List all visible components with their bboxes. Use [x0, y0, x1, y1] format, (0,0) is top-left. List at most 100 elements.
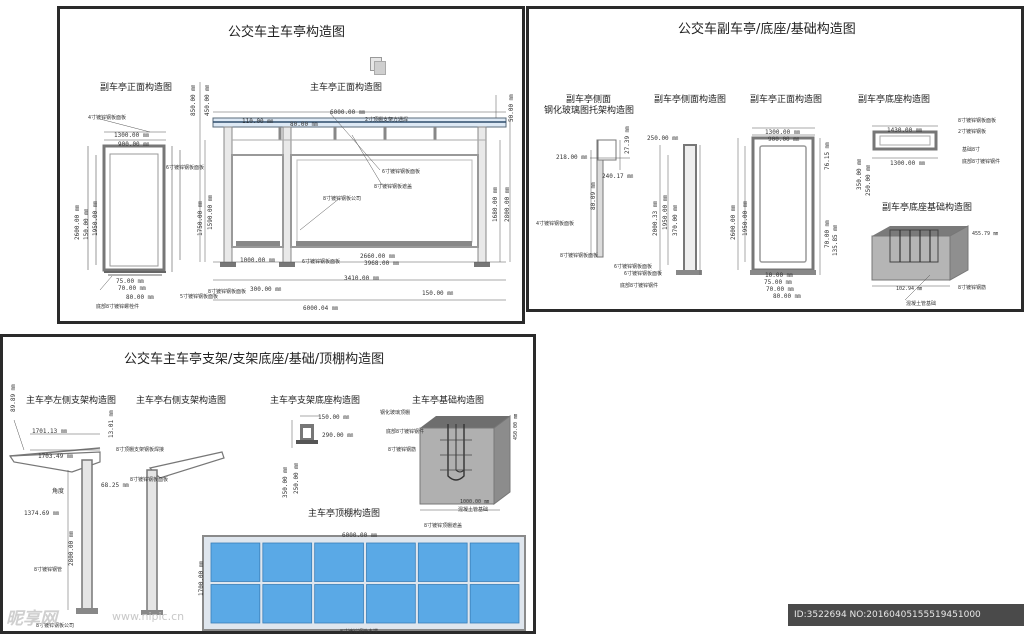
p3-note-9: 底部8寸镀锌钢件: [386, 429, 425, 435]
panel2-sub-b: 副车亭侧面构造图: [654, 95, 727, 105]
roof-glass-pane: [417, 584, 468, 624]
p1-dim-300: 300.00 ㎜: [250, 286, 282, 293]
p2-note-9: 基础8寸: [962, 147, 981, 153]
p3-dim-6000: 6000.00 ㎜: [342, 532, 377, 539]
watermark-url: www.nipic.cn: [112, 610, 185, 623]
p2-dim-1430: 1430.00 ㎜: [887, 127, 922, 134]
p3-dim-1000: 1000.00 ㎜: [460, 499, 490, 505]
p2-note-3: 6寸镀锌钢板面板: [614, 264, 653, 270]
p2-note-6: 8寸镀锌钢板面板: [958, 118, 997, 124]
p2-note-5: 6寸镀锌钢板面板: [624, 271, 663, 277]
panel1-title: 公交车主车亭构造图: [228, 25, 346, 40]
p1-dim-3968: 3968.00 ㎜: [364, 260, 399, 267]
p3-note-4: 角度: [52, 488, 65, 495]
panel1-sub-side: 副车亭正面构造图: [100, 83, 173, 93]
p2-dim-80b: 80.00 ㎜: [773, 293, 801, 300]
p3-note-5: 8寸镀锌钢板面板: [130, 477, 169, 483]
roof-glass-pane: [210, 584, 261, 624]
p1-note-1: 4寸镀锌钢板面板: [88, 115, 127, 121]
p3-dim-1701: 1701.13 ㎜: [32, 428, 67, 435]
p2-dim-10: 10.00 ㎜: [765, 272, 793, 279]
panel3-sub-c: 主车亭支架底座构造图: [270, 396, 361, 406]
panel2-sub-e: 副车亭底座基础构造图: [882, 203, 973, 213]
p3-dim-350: 350.00 ㎜: [282, 466, 289, 498]
p2-dim-455: 455.79 ㎜: [972, 231, 999, 237]
p1-dim-6000: 6000.00 ㎜: [330, 109, 365, 116]
p2-note-10: 8寸镀锌钢筋: [958, 285, 987, 291]
roof-glass-pane: [366, 542, 416, 582]
roof-glass-pane: [314, 584, 364, 624]
p3-dim-290: 290.00 ㎜: [322, 432, 354, 439]
p1-note-8: 5寸镀锌钢板面板: [180, 294, 219, 300]
p3-note-6: 8寸镀锌顶棚遮盖: [424, 523, 463, 529]
page-icon-back: [374, 61, 386, 75]
p1-dim-3410: 3410.00 ㎜: [344, 275, 379, 282]
panel3-sub-b: 主车亭右侧支架构造图: [136, 396, 227, 406]
roof-glass-pane: [366, 584, 416, 624]
p1-dim-70: 70.00 ㎜: [118, 285, 146, 292]
p2-note-2: 8寸镀锌钢板面板: [560, 253, 599, 259]
p3-dim-1703: 1703.49 ㎜: [38, 453, 73, 460]
p1-dim-110: 110.00 ㎜: [242, 118, 274, 125]
p2-dim-1300: 1300.00 ㎜: [765, 129, 800, 136]
p2-note-8: 底部8寸镀锌钢件: [962, 159, 1001, 165]
panel2-sub-d: 副车亭底座构造图: [858, 95, 931, 105]
panel3-sub-d: 主车亭基础构造图: [412, 396, 485, 406]
roof-glass-pane: [469, 542, 520, 582]
p2-dim-70b: 70.00 ㎜: [766, 286, 794, 293]
roof-glass-pane: [417, 542, 468, 582]
p2-dim-1300b: 1300.00 ㎜: [890, 160, 925, 167]
p2-dim-75: 75.00 ㎜: [764, 279, 792, 286]
p1-note-9: 8寸镀锌钢板面板: [208, 289, 247, 295]
p3-note-7: 钢化玻璃顶棚: [380, 410, 411, 416]
image-id-bar: ID:3522694 NO:20160405155519451000: [788, 604, 1024, 626]
p2-dim-900: 900.00 ㎜: [768, 136, 800, 143]
p3-note-10: 混凝土管基础: [458, 507, 489, 513]
p1-dim-80b: 80.00 ㎜: [290, 121, 318, 128]
p1-note-10: 底部8寸镀锌螺栓件: [96, 304, 140, 310]
roof-glass-pane: [262, 542, 313, 582]
p1-dim-75: 75.00 ㎜: [116, 278, 144, 285]
p3-dim-150: 150.00 ㎜: [318, 414, 350, 421]
panel2-title: 公交车副车亭/底座/基础构造图: [678, 22, 856, 37]
panel3-sub-a: 主车亭左侧支架构造图: [26, 396, 117, 406]
panel2-sub-a1: 副车亭侧面: [566, 95, 612, 105]
p3-note-1: 8寸顶棚支架钢板焊接: [116, 447, 165, 453]
p3-note-11: 8寸镀锌钢筋: [388, 447, 417, 453]
p3-dim-450: 450.00 ㎜: [513, 413, 519, 440]
p2-dim-218: 218.00 ㎜: [556, 154, 588, 161]
p3-note-2: 8寸镀锌钢管: [34, 567, 63, 573]
p3-dim-1374: 1374.69 ㎜: [24, 510, 59, 517]
p2-dim-102: 102.94 ㎜: [896, 286, 923, 292]
p3-note-8: 8寸镀锌钢管支撑: [340, 629, 379, 635]
roof-glass-pane: [314, 542, 364, 582]
p1-dim-6000b: 6000.04 ㎜: [303, 305, 338, 312]
roof-glass-grid: [210, 542, 520, 624]
roof-glass-pane: [262, 584, 313, 624]
p3-note-3: 8寸镀锌钢板公司: [36, 623, 75, 629]
watermark-logo: 昵享网: [6, 609, 57, 629]
p1-note-4: 6寸镀锌钢板面板: [382, 169, 421, 175]
p3-dim-2800: 2800.00 ㎜: [68, 531, 75, 566]
p1-dim-1000: 1000.00 ㎜: [240, 257, 275, 264]
panel1-sub-main: 主车亭正面构造图: [310, 83, 383, 93]
p1-dim-2660: 2660.00 ㎜: [360, 253, 395, 260]
p2-note-11: 混凝土管基础: [906, 301, 937, 307]
p3-dim-13: 13.01 ㎜: [108, 410, 115, 438]
p3-dim-250: 250.00 ㎜: [293, 462, 300, 494]
p1-note-7: 6寸镀锌钢板面板: [302, 259, 341, 265]
p2-note-4: 底部8寸镀锌钢件: [620, 283, 659, 289]
roof-glass-pane: [210, 542, 261, 582]
panel2-sub-c: 副车亭正面构造图: [750, 95, 823, 105]
panel2-sub-a2: 钢化玻璃图托架构造图: [544, 106, 635, 116]
p2-note-1: 4寸镀锌钢板面板: [536, 221, 575, 227]
p3-dim-1700: 1700.00 ㎜: [198, 561, 205, 596]
panel3-title: 公交车主车亭支架/支架底座/基础/顶棚构造图: [124, 352, 385, 367]
p1-dim-150b: 150.00 ㎜: [422, 290, 454, 297]
p1-dim-900: 900.00 ㎜: [118, 141, 150, 148]
p1-dim-1300: 1300.00 ㎜: [114, 132, 149, 139]
p3-dim-68: 68.25 ㎜: [101, 482, 129, 489]
